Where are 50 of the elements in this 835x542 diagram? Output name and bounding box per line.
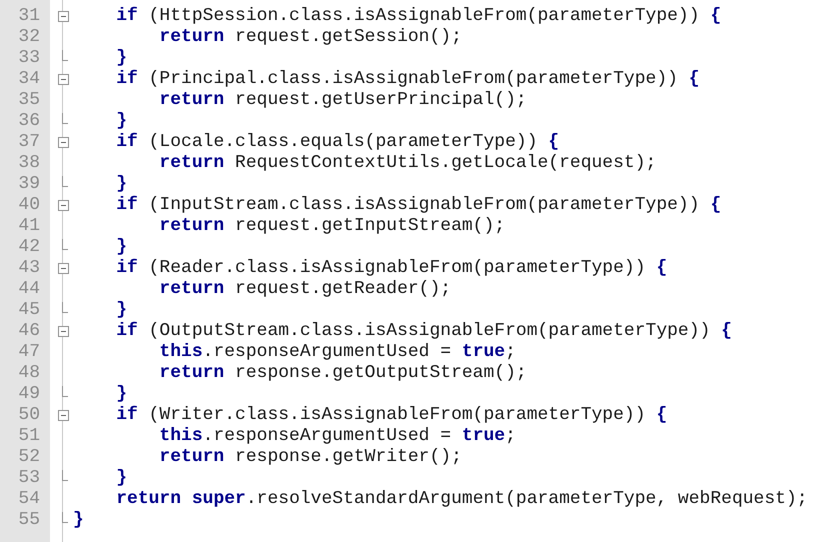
line-number: 33 — [17, 48, 40, 69]
code-line: this.responseArgumentUsed = true; — [158, 426, 516, 447]
code-line: return response.getOutputStream(); — [158, 363, 527, 384]
line-number: 40 — [17, 195, 40, 216]
code-line: return RequestContextUtils.getLocale(request); — [158, 153, 656, 174]
line-number: 48 — [17, 363, 40, 384]
line-number: 36 — [17, 111, 40, 132]
code-line: return request.getUserPrincipal(); — [158, 90, 527, 111]
code-line: return request.getInputStream(); — [158, 216, 506, 237]
code-line: if (Reader.class.isAssignableFrom(parameterType)) { — [115, 258, 668, 279]
line-number: 49 — [17, 384, 40, 405]
code-line: } — [115, 48, 128, 69]
code-line: if (InputStream.class.isAssignableFrom(parameterType)) { — [115, 195, 722, 216]
code-line: } — [115, 237, 128, 258]
line-number: 41 — [17, 216, 40, 237]
code-line: return request.getReader(); — [158, 279, 452, 300]
line-number: 39 — [17, 174, 40, 195]
line-number: 50 — [17, 405, 40, 426]
code-line: if (HttpSession.class.isAssignableFrom(parameterType)) { — [115, 6, 722, 27]
line-number: 34 — [17, 69, 40, 90]
line-number: 45 — [17, 300, 40, 321]
line-number: 44 — [17, 279, 40, 300]
code-line: return super.resolveStandardArgument(parameterType, webRequest); — [115, 489, 808, 510]
code-line: if (Locale.class.equals(parameterType)) { — [115, 132, 560, 153]
line-number: 32 — [17, 27, 40, 48]
code-line: if (Principal.class.isAssignableFrom(parameterType)) { — [115, 69, 700, 90]
code-line: } — [115, 111, 128, 132]
code-line: } — [115, 468, 128, 489]
code-line: } — [115, 174, 128, 195]
code-line: if (OutputStream.class.isAssignableFrom(parameterType)) { — [115, 321, 732, 342]
line-number: 43 — [17, 258, 40, 279]
code-line: if (Writer.class.isAssignableFrom(parameterType)) { — [115, 405, 668, 426]
line-number: 52 — [17, 447, 40, 468]
code-line: this.responseArgumentUsed = true; — [158, 342, 516, 363]
code-line: } — [115, 300, 128, 321]
line-number: 51 — [17, 426, 40, 447]
line-number: 35 — [17, 90, 40, 111]
line-number: 38 — [17, 153, 40, 174]
line-number: 46 — [17, 321, 40, 342]
line-number: 31 — [17, 6, 40, 27]
code-line: return response.getWriter(); — [158, 447, 462, 468]
code-line: return request.getSession(); — [158, 27, 462, 48]
line-number: 47 — [17, 342, 40, 363]
line-number: 55 — [17, 510, 40, 531]
code-line: } — [73, 510, 84, 531]
line-number: 53 — [17, 468, 40, 489]
line-number: 54 — [17, 489, 40, 510]
code-line: } — [115, 384, 128, 405]
line-number: 37 — [17, 132, 40, 153]
line-number: 42 — [17, 237, 40, 258]
